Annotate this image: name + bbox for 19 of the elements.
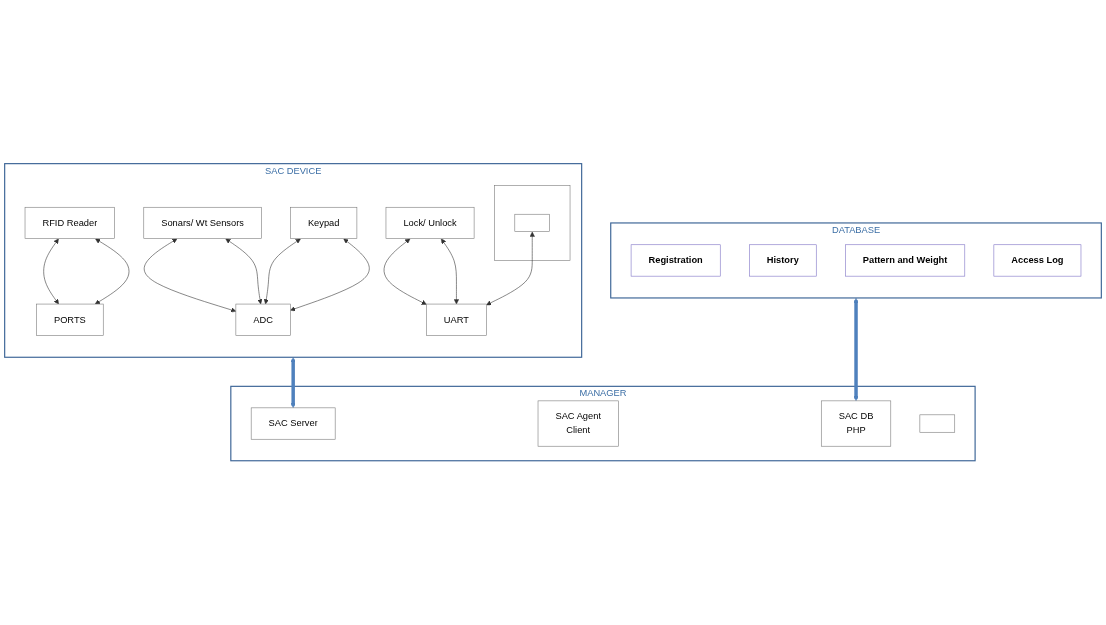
node-box: Access Log (993, 244, 1082, 277)
arrow (290, 357, 296, 409)
node-box: ADC (235, 304, 291, 337)
node-box (919, 414, 956, 433)
node-box: SAC Agent Client (537, 400, 619, 447)
node-box: History (749, 244, 817, 277)
cluster (494, 185, 571, 262)
node-box: SAC DB PHP (821, 400, 892, 447)
node-box: UART (426, 304, 487, 337)
node-box: Registration (630, 244, 721, 277)
node-box: Keypad (290, 207, 358, 240)
node-box: Pattern and Weight (845, 244, 966, 277)
node-box: SAC Server (250, 407, 336, 440)
node-box: Lock/ Unlock (385, 207, 475, 240)
node-box: Sonars/ Wt Sensors (143, 207, 262, 240)
arrow (853, 298, 859, 402)
node-box (514, 214, 550, 233)
node-box: PORTS (36, 304, 104, 337)
node-box: RFID Reader (24, 207, 115, 240)
